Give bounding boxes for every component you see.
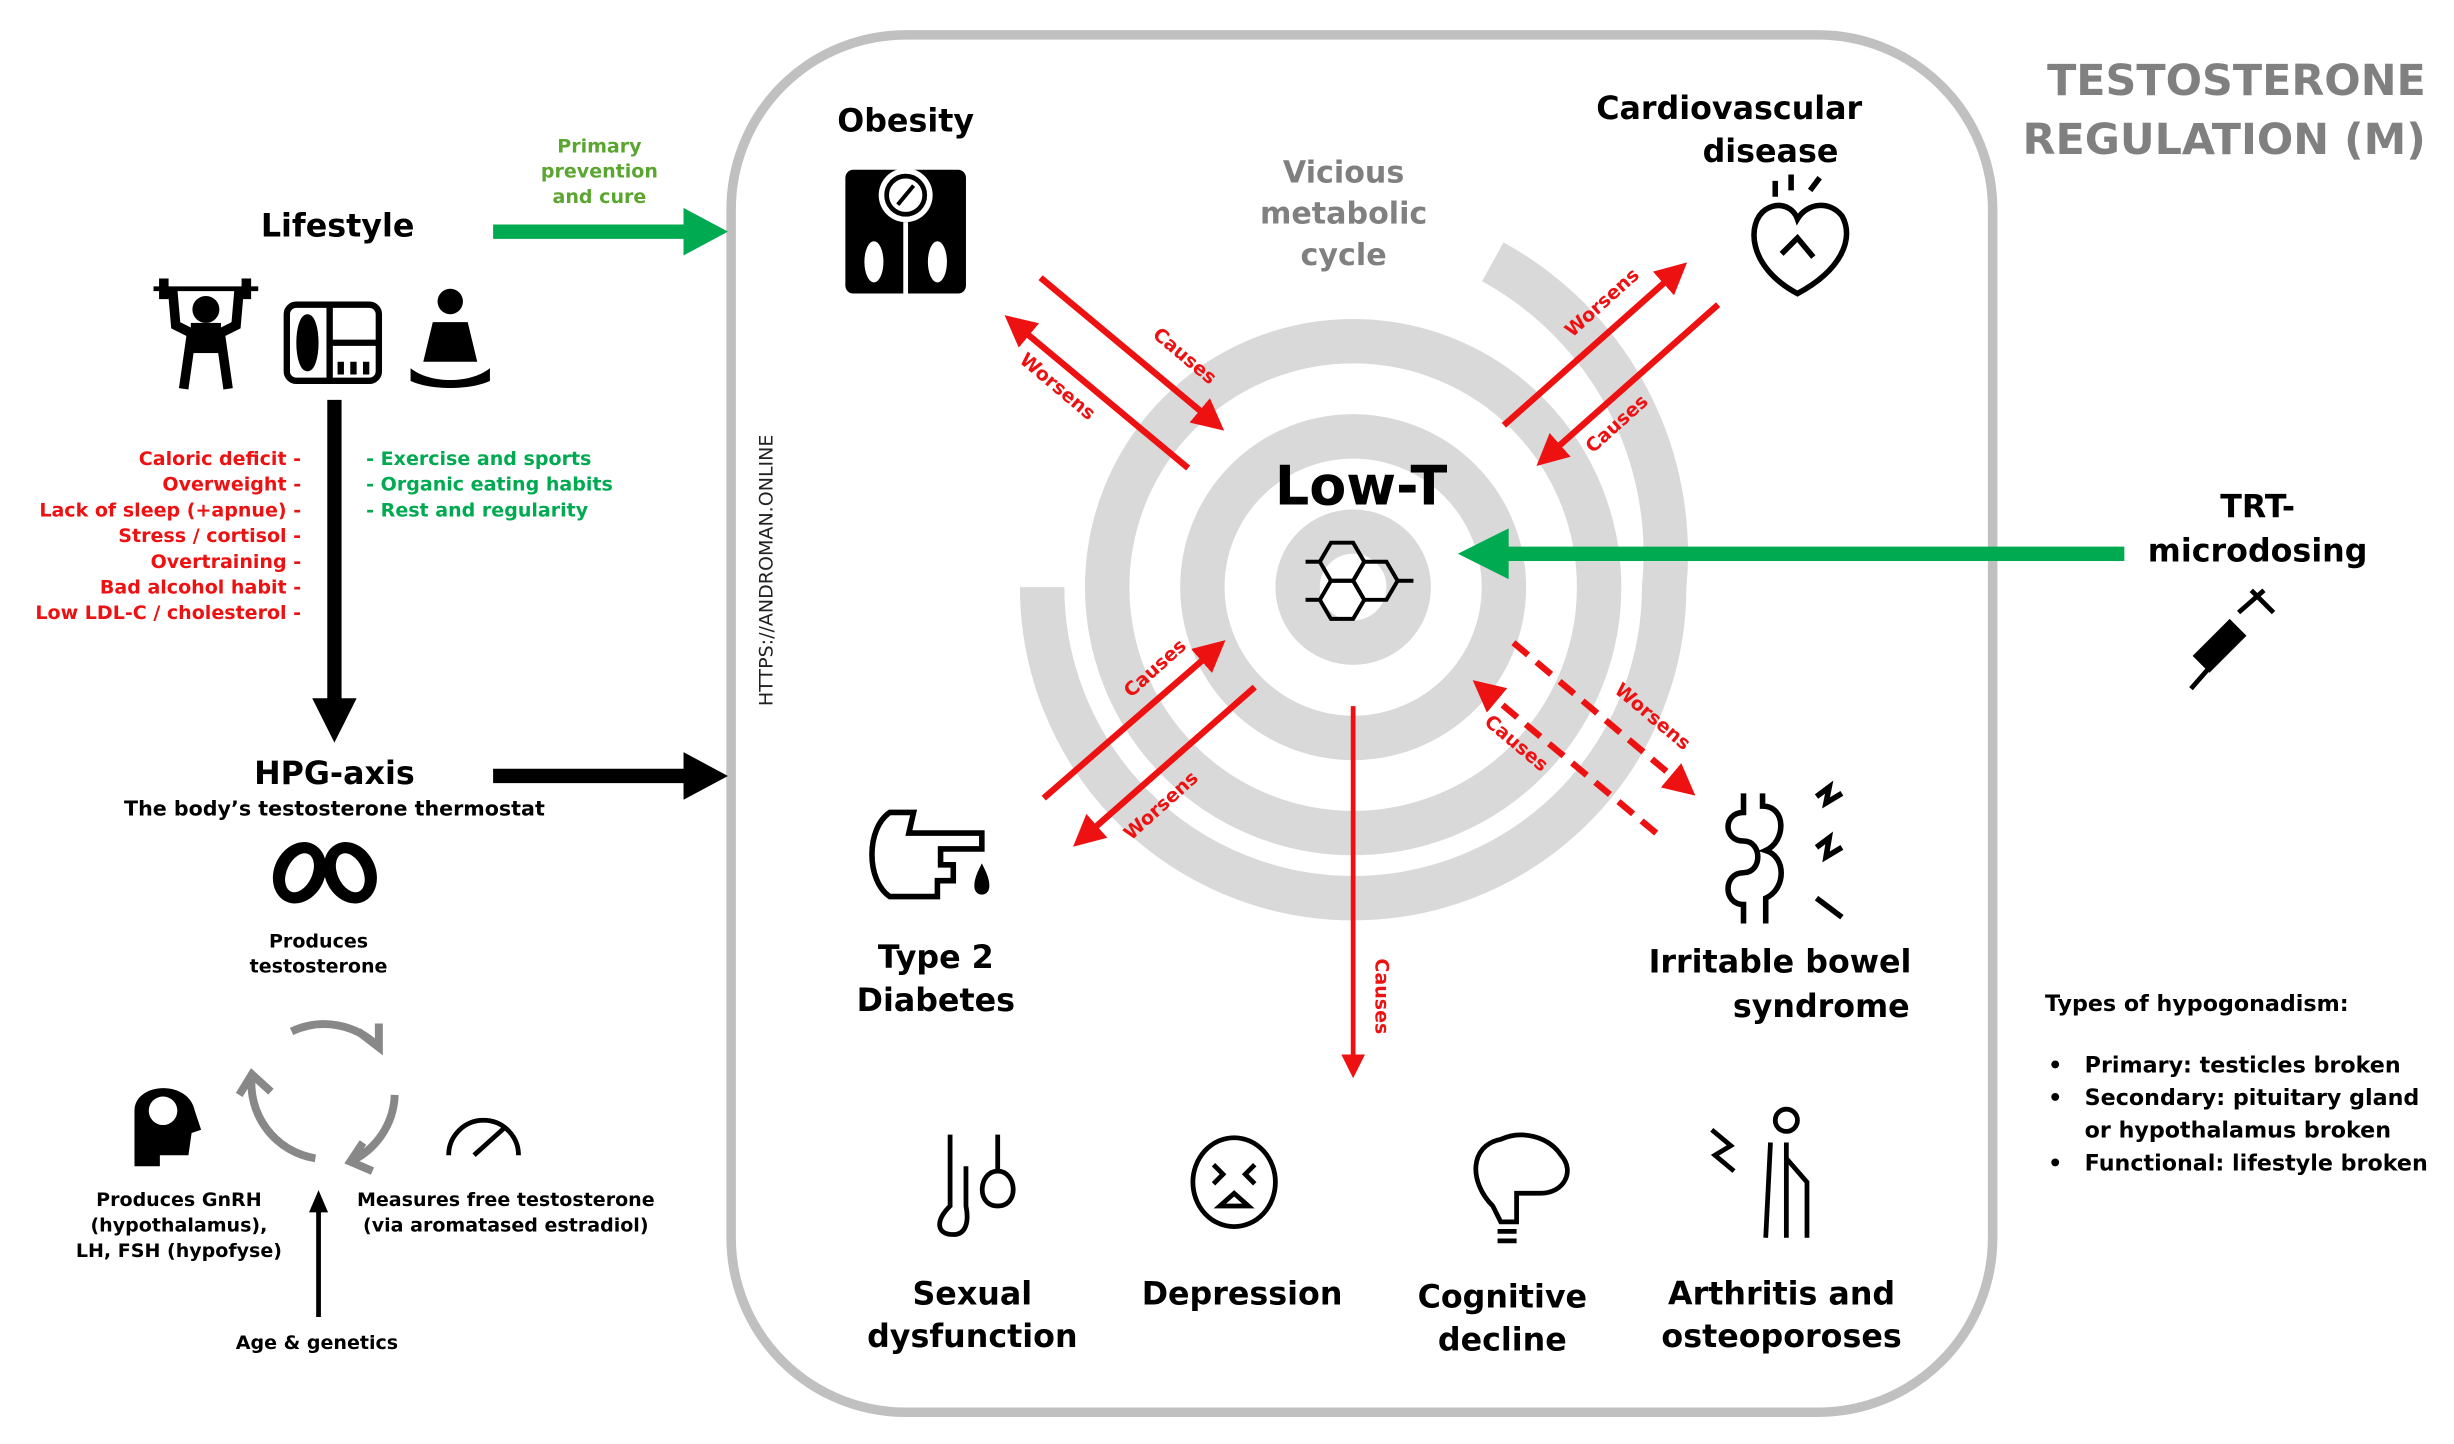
brain-bulb-icon <box>1473 1132 1570 1244</box>
prevention-label: and cure <box>553 186 647 208</box>
lifestyle-heading: Lifestyle <box>261 208 414 244</box>
prevention-label: prevention <box>541 161 658 183</box>
negative-factor: Lack of sleep (+apnue) - <box>39 499 301 521</box>
low-t-label: Low-T <box>1275 455 1448 518</box>
negative-factor: Bad alcohol habit - <box>100 576 301 598</box>
ibs-label-1: Irritable bowel <box>1649 945 1912 981</box>
testes-icon <box>272 842 377 904</box>
outcome-label: dysfunction <box>867 1319 1077 1355</box>
outcome-label: decline <box>1438 1322 1567 1358</box>
negative-factor: Caloric deficit - <box>139 448 301 470</box>
brain-label: LH, FSH (hypofyse) <box>76 1240 282 1262</box>
trt-label-1: TRT- <box>2220 489 2295 525</box>
obesity-label: Obesity <box>837 104 974 140</box>
relation-arrows <box>1004 262 1721 1079</box>
hpg-heading: HPG-axis <box>254 756 415 792</box>
ring-outer-arc <box>1019 242 1689 921</box>
arrowhead <box>309 1190 329 1213</box>
hypogonadism-list: • Primary: testicles broken • Secondary: pi… <box>2048 1053 2428 1177</box>
cardio-label-1: Cardiovascular <box>1596 91 1862 127</box>
feedback-cycle-icon <box>235 1020 399 1175</box>
testes-label: testosterone <box>250 956 388 978</box>
arrow-lowt-worsens-ibs <box>1511 640 1696 796</box>
negative-factor: Overweight - <box>162 474 301 496</box>
meditation-icon <box>410 288 490 388</box>
elderly-pain-icon <box>1710 1106 1810 1238</box>
weightlifter-icon <box>153 278 259 390</box>
hypogonadism-heading: Types of hypogonadism: <box>2045 991 2349 1017</box>
bullet: • <box>2048 1085 2062 1111</box>
bullet: • <box>2048 1053 2062 1079</box>
arrow-ibs-causes-lowt <box>1472 680 1659 836</box>
meal-tray-icon <box>283 301 383 385</box>
negative-factor: Stress / cortisol - <box>118 525 301 547</box>
watermark: HTTPS://ANDROMAN.ONLINE <box>755 435 777 707</box>
cycle-label-2: metabolic <box>1260 197 1427 232</box>
gauge-label: (via aromatased estradiol) <box>363 1214 649 1236</box>
arrowhead <box>1457 528 1509 580</box>
lifestyle-negatives: Caloric deficit - Overweight - Lack of sle… <box>35 448 301 624</box>
arrowhead <box>312 698 357 743</box>
arrowhead <box>683 752 728 800</box>
diabetes-label-1: Type 2 <box>878 940 994 976</box>
green-arrowhead <box>683 207 728 256</box>
arrow-lowt-worsens-obesity <box>1004 315 1191 471</box>
arrow-lowt-worsens-cardio <box>1501 262 1688 428</box>
arrow-obesity-causes-lowt <box>1038 275 1225 431</box>
negative-factor: Low LDL-C / cholesterol - <box>35 602 301 624</box>
hpg-subheading: The body’s testosterone thermostat <box>124 797 545 821</box>
syringe-icon <box>2189 588 2276 691</box>
positive-factor: - Exercise and sports <box>366 448 591 470</box>
diabetes-label-2: Diabetes <box>857 983 1015 1019</box>
sexual-dysfunction-icon <box>937 1134 1016 1237</box>
label-causes: Causes <box>1370 958 1392 1034</box>
trt-label-2: microdosing <box>2148 534 2368 570</box>
outcome-label: osteoporoses <box>1661 1319 1901 1355</box>
positive-factor: - Rest and regularity <box>366 499 589 521</box>
outcome-label: Arthritis and <box>1668 1276 1895 1312</box>
arrow-cardio-causes-lowt <box>1536 302 1721 466</box>
ring-1 <box>1275 509 1431 665</box>
title-line-2: REGULATION (M) <box>2022 115 2425 165</box>
cycle-label-3: cycle <box>1301 238 1387 273</box>
age-genetics-label: Age & genetics <box>236 1332 398 1354</box>
prevention-label: Primary <box>557 135 642 157</box>
bullet: • <box>2048 1150 2062 1176</box>
gauge-label: Measures free testosterone <box>357 1189 655 1211</box>
heart-icon <box>1751 174 1850 297</box>
positive-factor: - Organic eating habits <box>366 474 613 496</box>
scale-icon <box>845 168 966 294</box>
outcome-label: Sexual <box>912 1276 1032 1312</box>
arrow-diabetes-causes-lowt <box>1041 640 1226 801</box>
hypogonadism-item: Secondary: pituitary gland <box>2085 1085 2420 1111</box>
ibs-label-2: syndrome <box>1733 989 1910 1025</box>
gauge-icon <box>446 1117 521 1157</box>
hypogonadism-item: Primary: testicles broken <box>2085 1053 2401 1079</box>
cardio-label-2: disease <box>1703 134 1839 170</box>
title-line-1: TESTOSTERONE <box>2047 56 2426 106</box>
steroid-molecule-icon <box>1305 540 1414 621</box>
brain-label: (hypothalamus), <box>90 1214 267 1236</box>
outcome-label: Depression <box>1142 1276 1343 1312</box>
lifestyle-positives: - Exercise and sports - Organic eating ha… <box>366 448 613 521</box>
testes-label: Produces <box>269 930 368 952</box>
arrow-lowt-worsens-diabetes <box>1073 684 1257 847</box>
hypogonadism-item: or hypothalamus broken <box>2085 1118 2391 1144</box>
vicious-cycle-frame <box>726 30 1998 1418</box>
intestine-icon <box>1725 780 1844 924</box>
depressed-face-icon <box>1190 1135 1278 1229</box>
cycle-label-1: Vicious <box>1283 155 1404 190</box>
brain-label: Produces GnRH <box>96 1189 261 1211</box>
hypogonadism-item: Functional: lifestyle broken <box>2085 1150 2428 1176</box>
negative-factor: Overtraining - <box>151 551 301 573</box>
brain-head-icon <box>134 1088 202 1167</box>
outcome-label: Cognitive <box>1418 1280 1587 1316</box>
finger-blood-drop-icon <box>869 809 990 900</box>
